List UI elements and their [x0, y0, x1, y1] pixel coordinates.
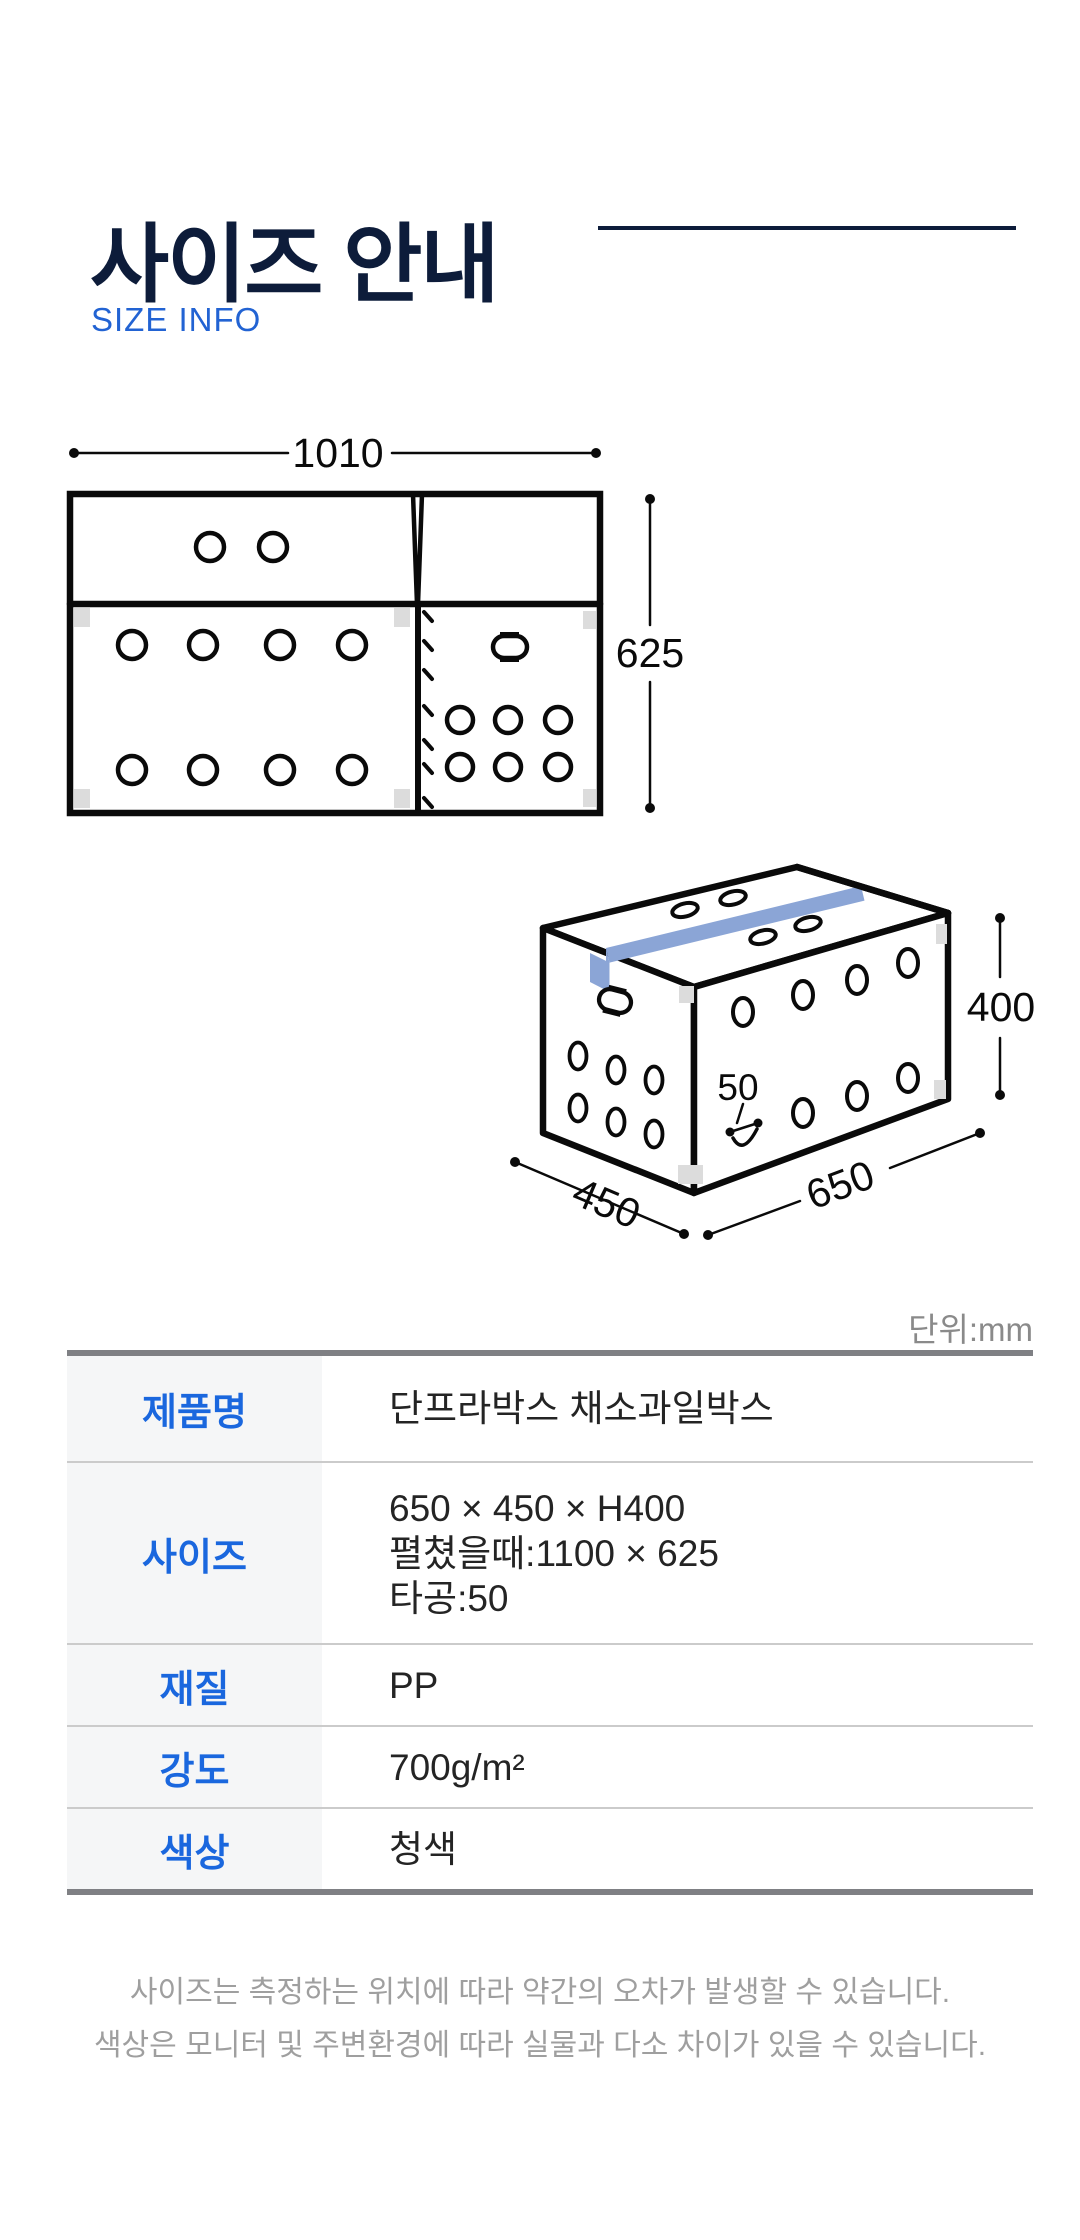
tape-marks-box — [678, 924, 947, 1184]
flat-vent-holes — [115, 530, 574, 787]
handle-icon — [596, 984, 634, 1017]
box-depth-label: 450 — [566, 1169, 647, 1238]
title-divider-line — [598, 226, 1016, 230]
tape-marks-flat — [74, 608, 596, 808]
strap — [590, 886, 865, 992]
flap-edge-right — [415, 491, 425, 607]
box-top-vent-holes — [670, 888, 823, 947]
box-diagrams: 1010 — [66, 430, 1035, 1240]
table-row: 색상 청색 — [67, 1807, 1033, 1889]
hole-size-label: 50 — [717, 1067, 758, 1108]
box-height-label: 400 — [967, 984, 1035, 1030]
spec-table: 제품명 단프라박스 채소과일박스 사이즈 650 × 450 × H400 펼쳤… — [67, 1350, 1033, 1895]
row-label-size: 사이즈 — [67, 1463, 322, 1643]
row-value-product-name: 단프라박스 채소과일박스 — [389, 1388, 774, 1429]
flat-width-dimension: 1010 — [69, 430, 601, 476]
page-subtitle: SIZE INFO — [91, 301, 262, 338]
box-height-dimension: 400 — [967, 913, 1035, 1100]
fold-dashes — [422, 610, 434, 809]
box-width-label: 650 — [800, 1151, 880, 1218]
row-label-material: 재질 — [67, 1645, 322, 1725]
table-row: 사이즈 650 × 450 × H400 펼쳤을때:1100 × 625 타공:… — [67, 1461, 1033, 1643]
flat-height-label: 625 — [616, 630, 684, 676]
box-back-edge — [793, 863, 952, 917]
table-row: 제품명 단프라박스 채소과일박스 — [67, 1356, 1033, 1461]
flap-edge-left — [410, 491, 420, 607]
row-label-strength: 강도 — [67, 1727, 322, 1807]
row-value-color: 청색 — [389, 1828, 458, 1870]
box-front-vent-holes — [731, 947, 920, 1129]
row-value-size: 650 × 450 × H400 펼쳤을때:1100 × 625 타공:50 — [389, 1487, 719, 1619]
page-title: 사이즈 안내 — [90, 216, 499, 313]
table-row: 재질 PP — [67, 1643, 1033, 1725]
handle-icon — [490, 632, 530, 662]
flat-box-diagram: 1010 — [66, 430, 684, 817]
row-label-product-name: 제품명 — [67, 1356, 322, 1461]
flat-width-label: 1010 — [292, 430, 383, 476]
hole-dimension: 50 — [717, 1067, 763, 1147]
row-value-strength: 700g/m² — [389, 1746, 525, 1788]
row-label-color: 색상 — [67, 1809, 322, 1889]
footer-note-line: 사이즈는 측정하는 위치에 따라 약간의 오차가 발생할 수 있습니다. — [129, 1976, 951, 2009]
unit-note: 단위:mm — [908, 1311, 1033, 1348]
table-row: 강도 700g/m² — [67, 1725, 1033, 1807]
footer-notes: 사이즈는 측정하는 위치에 따라 약간의 오차가 발생할 수 있습니다. 색상은… — [0, 1966, 1080, 2072]
footer-note-line: 색상은 모니터 및 주변환경에 따라 실물과 다소 차이가 있을 수 있습니다. — [93, 2029, 987, 2062]
box-left-vent-holes — [567, 1040, 665, 1150]
assembled-box-diagram: 50 400 650 — [510, 863, 1035, 1240]
row-value-material: PP — [389, 1664, 439, 1706]
flat-height-dimension: 625 — [616, 494, 684, 813]
